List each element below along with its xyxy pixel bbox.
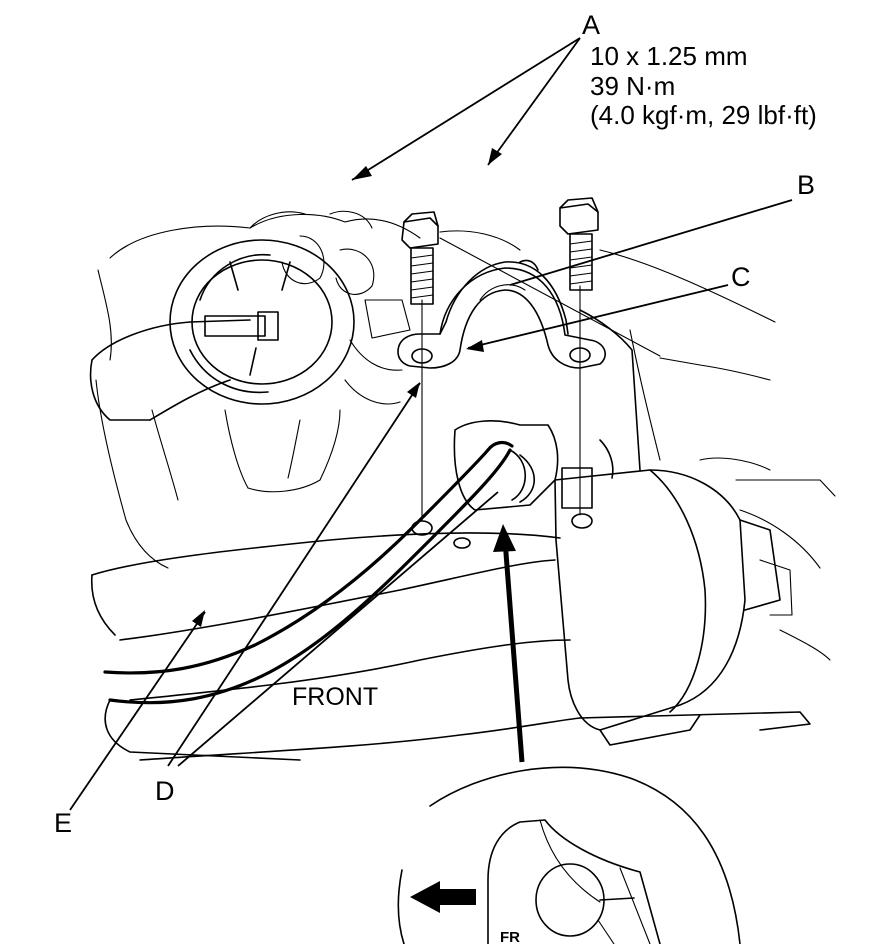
detail-pointer-arrow [493,524,525,763]
front-subframe [90,520,811,761]
bolt-torque-alt-units: (4.0 kgf·m, 29 lbf·ft) [590,100,817,130]
engine-background-outline [95,210,836,661]
mounting-bolt-right [559,197,599,291]
front-direction-arrow-icon [410,881,476,913]
steering-gearbox-housing [554,309,781,746]
drive-shaft-boot [89,239,355,421]
detail-fr-mark: FR [500,929,520,944]
detail-view-circle [397,766,741,944]
mounting-bolt-left [401,211,439,305]
front-direction-label: FRONT [292,683,378,711]
callout-label-e: E [54,808,72,838]
callout-label-a: A [582,10,600,40]
callout-label-d: D [155,776,175,806]
bolt-torque-nm: 39 N·m [590,71,675,101]
callout-leader-lines [69,37,793,811]
stabilizer-bar [103,420,559,761]
callout-label-c: C [731,262,751,292]
callout-label-b: B [797,170,815,200]
bushing-holder [397,259,606,369]
bolt-size-spec: 10 x 1.25 mm [590,41,748,71]
